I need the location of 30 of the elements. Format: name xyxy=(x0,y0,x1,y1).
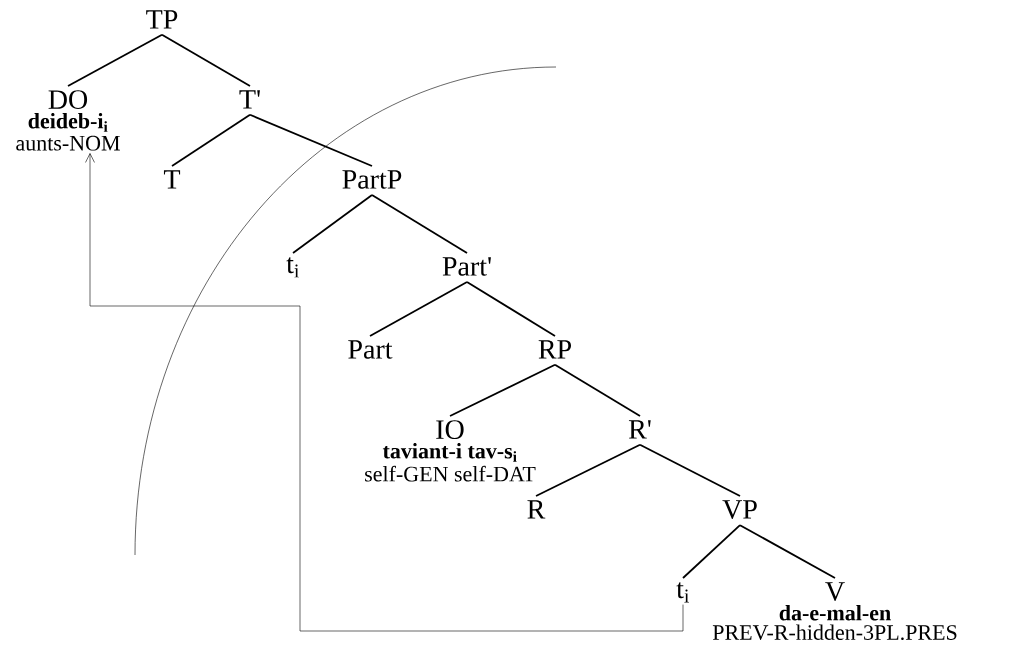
tree-node-label: t$_{i}$ xyxy=(676,582,689,603)
tree-branch xyxy=(249,113,373,167)
tree-branch xyxy=(171,113,251,167)
tree-branch xyxy=(161,33,251,87)
tree-node-label: Part xyxy=(348,340,393,359)
tree-node-with-gloss: DO deideb-i$_{i}$ aunts-NOM xyxy=(16,90,120,151)
tree-branch xyxy=(682,524,741,579)
tree-node-label: t$_{i}$ xyxy=(286,257,299,278)
tree-node-label: R xyxy=(527,500,546,519)
tree-branch xyxy=(554,363,641,417)
tree-branch xyxy=(371,194,468,254)
tree-node-label: T xyxy=(163,170,181,189)
tree-branch xyxy=(369,281,468,337)
tree-branch xyxy=(67,33,163,87)
tree-node-label: R' xyxy=(628,420,651,439)
tree-node-label: Part' xyxy=(442,257,491,276)
tree-branch xyxy=(639,443,741,497)
tree-branch xyxy=(292,194,373,254)
tree-node-label: T' xyxy=(239,90,260,109)
tree-node-with-gloss: V da-e-mal-en PREV-R-hidden-3PL.PRES xyxy=(712,582,957,641)
tree-branch xyxy=(739,524,836,579)
tree-branch xyxy=(466,281,556,337)
tree-node-label: TP xyxy=(146,10,178,29)
tree-branch xyxy=(449,363,556,417)
tree-branch xyxy=(535,443,641,497)
tree-node-with-gloss: IO taviant-i tav-s$_{i}$ self-GEN self-DAT xyxy=(365,420,536,482)
tree-node-label: VP xyxy=(722,500,757,519)
movement-arrow xyxy=(85,153,684,632)
tree-node-label: PartP xyxy=(342,170,402,189)
tree-node-label: RP xyxy=(538,340,571,359)
